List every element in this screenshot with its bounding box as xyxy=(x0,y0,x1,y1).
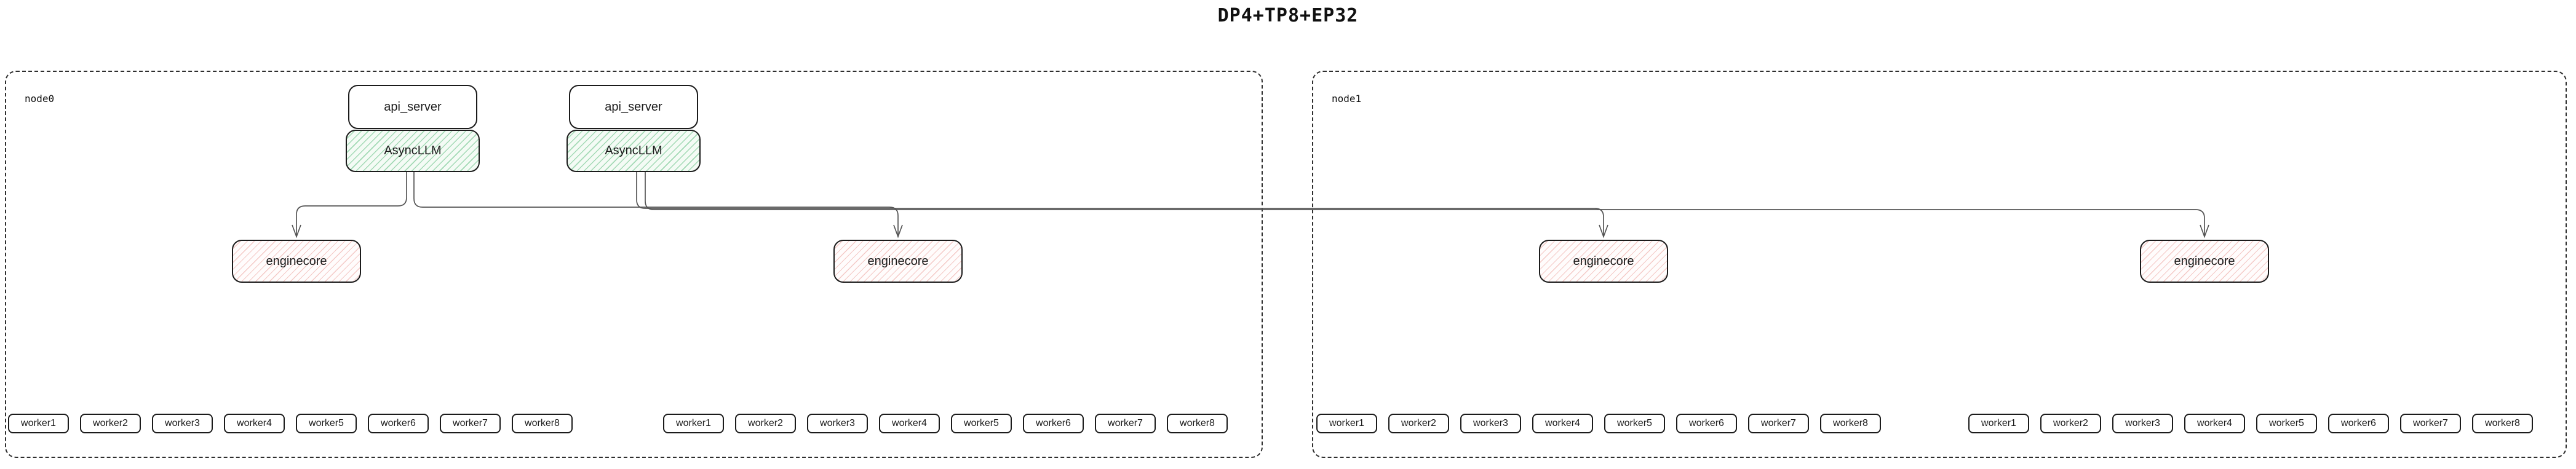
worker-box: worker6 xyxy=(2328,414,2389,433)
arrowhead-enginecore4-icon xyxy=(2200,224,2209,238)
connector-asyncllm1-to-enginecore2 xyxy=(413,172,899,237)
worker-box: worker1 xyxy=(1316,414,1377,433)
worker-group-3: worker1 worker2 worker3 worker4 worker5 … xyxy=(1316,414,1881,433)
worker-box: worker3 xyxy=(152,414,213,433)
connector-asyncllm1-to-enginecore1 xyxy=(296,172,407,237)
worker-box: worker7 xyxy=(1748,414,1809,433)
node1-container: node1 xyxy=(1312,71,2567,458)
worker-box: worker1 xyxy=(1968,414,2029,433)
api-server-1-box: api_server xyxy=(348,85,477,129)
worker-box: worker6 xyxy=(1023,414,1084,433)
worker-box: worker5 xyxy=(296,414,357,433)
worker-box: worker2 xyxy=(2040,414,2101,433)
worker-group-1: worker1 worker2 worker3 worker4 worker5 … xyxy=(8,414,573,433)
worker-box: worker5 xyxy=(1604,414,1665,433)
arrowhead-enginecore2-icon xyxy=(893,224,903,238)
worker-box: worker5 xyxy=(951,414,1012,433)
worker-box: worker8 xyxy=(1820,414,1881,433)
connector-asyncllm2-to-enginecore4 xyxy=(645,172,2205,237)
node1-label: node1 xyxy=(1332,93,1362,104)
worker-box: worker1 xyxy=(663,414,724,433)
worker-box: worker6 xyxy=(368,414,429,433)
worker-box: worker8 xyxy=(2472,414,2533,433)
node0-container: node0 xyxy=(5,71,1263,458)
worker-box: worker1 xyxy=(8,414,69,433)
worker-group-2: worker1 worker2 worker3 worker4 worker5 … xyxy=(663,414,1228,433)
worker-box: worker3 xyxy=(1460,414,1521,433)
worker-group-4: worker1 worker2 worker3 worker4 worker5 … xyxy=(1968,414,2533,433)
connector-asyncllm2-to-enginecore3 xyxy=(636,172,1604,237)
asyncllm-2-box: AsyncLLM xyxy=(566,130,701,172)
worker-box: worker2 xyxy=(80,414,141,433)
worker-box: worker3 xyxy=(807,414,868,433)
api-server-2-box: api_server xyxy=(569,85,698,129)
worker-box: worker7 xyxy=(1095,414,1156,433)
enginecore-1-box: enginecore xyxy=(232,240,361,283)
enginecore-3-box: enginecore xyxy=(1539,240,1668,283)
worker-box: worker7 xyxy=(2400,414,2461,433)
worker-box: worker2 xyxy=(735,414,796,433)
worker-box: worker8 xyxy=(1167,414,1228,433)
enginecore-4-box: enginecore xyxy=(2140,240,2269,283)
worker-box: worker3 xyxy=(2112,414,2173,433)
node0-label: node0 xyxy=(25,93,55,104)
worker-box: worker4 xyxy=(224,414,285,433)
arrowhead-enginecore1-icon xyxy=(292,224,301,238)
worker-box: worker8 xyxy=(512,414,573,433)
worker-box: worker4 xyxy=(879,414,940,433)
worker-box: worker6 xyxy=(1676,414,1737,433)
arrowhead-enginecore3-icon xyxy=(1599,224,1608,238)
worker-box: worker4 xyxy=(1532,414,1593,433)
worker-box: worker2 xyxy=(1388,414,1449,433)
asyncllm-1-box: AsyncLLM xyxy=(346,130,480,172)
diagram-title: DP4+TP8+EP32 xyxy=(1217,5,1359,26)
worker-box: worker4 xyxy=(2184,414,2245,433)
worker-box: worker5 xyxy=(2256,414,2317,433)
enginecore-2-box: enginecore xyxy=(833,240,963,283)
worker-box: worker7 xyxy=(440,414,501,433)
